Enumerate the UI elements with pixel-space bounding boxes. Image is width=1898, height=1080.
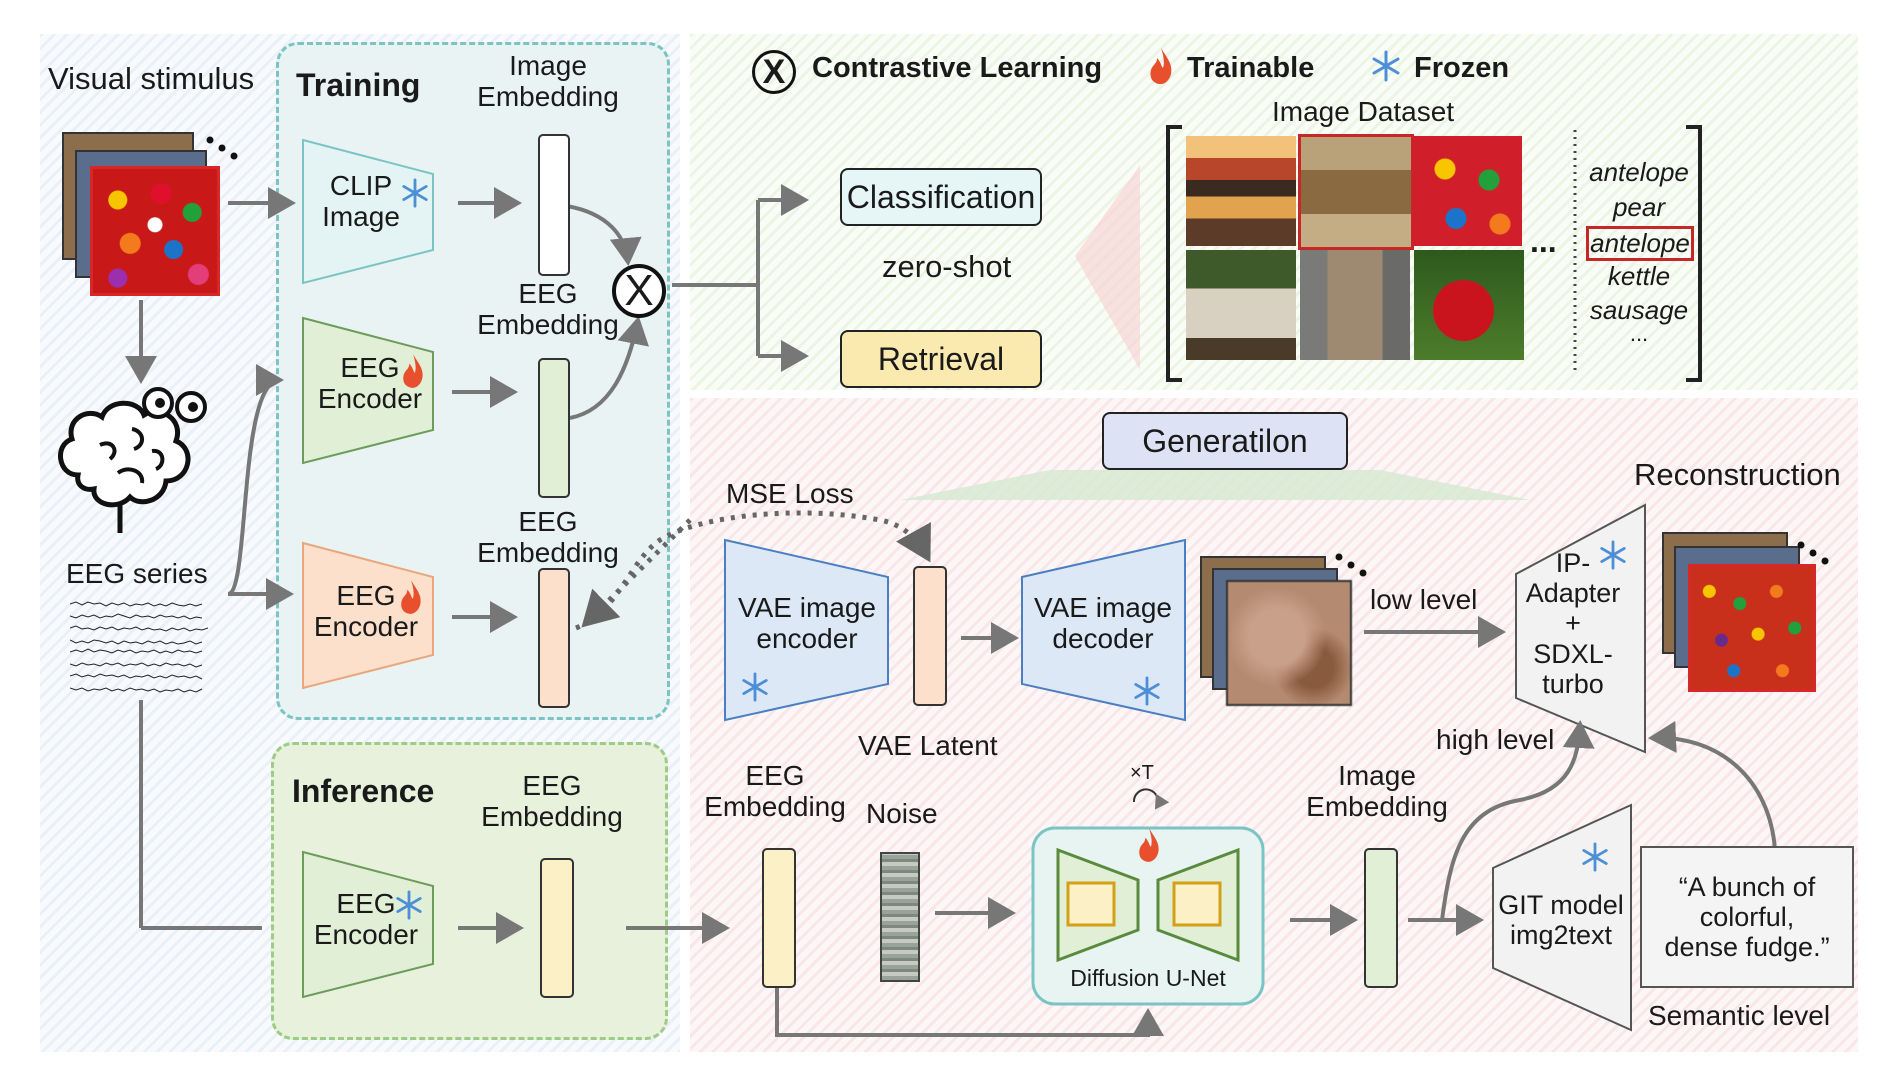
- eeg-encoder-label-1: EEG Encoder: [317, 352, 423, 415]
- caption-box: “A bunch of colorful, dense fudge.”: [1640, 846, 1854, 988]
- semantic-level-label: Semantic level: [1648, 1000, 1831, 1031]
- inference-snowflake-icon: [396, 890, 422, 920]
- dataset-label-2-highlighted: antelope: [1586, 226, 1694, 262]
- xT-label: ×T: [1130, 762, 1154, 784]
- vae-encoder-label: VAE image encoder: [738, 592, 876, 655]
- contrastive-cross-symbol: X: [612, 264, 666, 318]
- eeg-encoder-1-flame-icon: [403, 354, 423, 388]
- dataset-label-4: sausage: [1589, 295, 1689, 325]
- inference-title: Inference: [292, 773, 435, 809]
- retrieval-box: Retrieval: [840, 330, 1042, 388]
- gen-image-embedding-label: Image Embedding: [1306, 760, 1448, 823]
- vae-encoder-snowflake-icon: [742, 672, 768, 702]
- inference-eeg-encoder-label: EEG Encoder: [313, 888, 419, 951]
- eeg-embedding-label-2: EEG Embedding: [477, 506, 619, 569]
- reconstruction-label: Reconstruction: [1634, 457, 1841, 492]
- dataset-image-candy: [1412, 136, 1522, 246]
- gen-eeg-embedding-vector: [762, 848, 796, 988]
- dataset-image-antelope: [1298, 134, 1414, 250]
- eeg-embedding-vector-orange: [538, 568, 570, 708]
- ip-adapter-snowflake-icon: [1600, 540, 1626, 570]
- gen-image-embedding-vector: [1364, 848, 1398, 988]
- stimulus-ellipsis-dots: [206, 136, 238, 160]
- diffusion-unet-label: Diffusion U-Net: [1070, 965, 1226, 991]
- vae-encoder-shape: [724, 538, 889, 722]
- visual-stimulus-label: Visual stimulus: [48, 61, 255, 96]
- trainable-legend-label: Trainable: [1187, 52, 1315, 84]
- gen-eeg-embedding-label: EEG Embedding: [704, 760, 846, 823]
- contrastive-legend-label: Contrastive Learning: [812, 52, 1103, 84]
- retrieval-fan: [1075, 165, 1140, 370]
- lowlevel-reconstruction-image: [1226, 580, 1352, 706]
- dataset-label-1: pear: [1612, 192, 1666, 222]
- eeg-encoder-2: [302, 541, 434, 690]
- caption-text: “A bunch of colorful, dense fudge.”: [1664, 871, 1830, 963]
- vae-decoder-label: VAE image decoder: [1034, 592, 1172, 655]
- frozen-legend-label: Frozen: [1414, 52, 1510, 84]
- training-image-embedding-label: Image Embedding: [477, 50, 619, 113]
- eeg-encoder-1: [302, 316, 434, 465]
- stimulus-image: [90, 166, 220, 296]
- eeg-encoder-label-2: EEG Encoder: [313, 580, 419, 643]
- image-embedding-vector: [538, 134, 570, 276]
- noise-label: Noise: [866, 798, 938, 829]
- flame-icon: [1150, 48, 1172, 85]
- mse-loss-label: MSE Loss: [726, 478, 854, 509]
- brain-icon: [58, 387, 207, 533]
- dataset-image-jukebox: [1186, 136, 1296, 246]
- dataset-bracket-left: [1166, 125, 1182, 382]
- dataset-ellipsis: ...: [1530, 223, 1557, 259]
- unet-loop-icon: [1132, 788, 1170, 810]
- dataset-label-0: antelope: [1589, 157, 1689, 187]
- training-title: Training: [296, 67, 421, 103]
- git-model-shape: [1492, 803, 1632, 1032]
- vae-latent-label: VAE Latent: [858, 730, 998, 761]
- generation-fan: [900, 470, 1530, 500]
- high-level-label: high level: [1436, 724, 1555, 755]
- vae-decoder-shape: [1021, 538, 1186, 722]
- dataset-bracket-right: [1686, 125, 1702, 382]
- git-model-label: GIT model img2text: [1498, 890, 1624, 951]
- dataset-image-cat: [1300, 250, 1410, 360]
- contrastive-symbol-text: X: [762, 52, 786, 91]
- contrastive-legend-symbol: X: [752, 50, 796, 94]
- vae-decoder-snowflake-icon: [1134, 676, 1160, 706]
- dataset-label-3: kettle: [1607, 261, 1671, 291]
- image-dataset-title: Image Dataset: [1272, 96, 1455, 127]
- clip-image-encoder: [302, 138, 434, 285]
- eeg-encoder-2-flame-icon: [401, 580, 421, 614]
- git-snowflake-icon: [1582, 842, 1608, 872]
- zero-shot-label: zero-shot: [882, 249, 1012, 284]
- eeg-series-label: EEG series: [66, 558, 208, 589]
- dataset-image-opossum: [1186, 250, 1296, 360]
- eeg-series-plot: [70, 601, 208, 693]
- noise-image: [880, 852, 920, 982]
- vae-latent-vector: [913, 566, 947, 706]
- reconstruction-image: [1688, 564, 1816, 692]
- unet-right-block: [1172, 881, 1222, 927]
- clip-image-label: CLIP Image: [322, 170, 400, 233]
- ip-adapter-label: IP- Adapter + SDXL- turbo: [1525, 548, 1621, 699]
- generation-box: Generatilon: [1102, 412, 1348, 470]
- snowflake-icon: [1372, 50, 1400, 82]
- reconstruction-ellipsis-dots: [1797, 541, 1829, 565]
- eeg-embedding-vector-green: [538, 358, 570, 498]
- low-level-label: low level: [1370, 584, 1478, 615]
- inference-eeg-embedding-vector: [540, 858, 574, 998]
- inference-eeg-embedding-label: EEG Embedding: [481, 770, 623, 833]
- eeg-embedding-label-1: EEG Embedding: [477, 278, 619, 341]
- eeg-encoder-inference: [302, 850, 434, 999]
- clip-snowflake-icon: [402, 178, 428, 208]
- classification-box: Classification: [840, 168, 1042, 226]
- dataset-image-strawberry: [1414, 250, 1524, 360]
- unet-left-block: [1066, 881, 1116, 927]
- unet-flame-icon: [1139, 828, 1159, 862]
- cross-symbol-text: X: [624, 266, 654, 315]
- dataset-label-5: ...: [1629, 321, 1649, 346]
- lowlevel-ellipsis-dots: [1335, 553, 1367, 577]
